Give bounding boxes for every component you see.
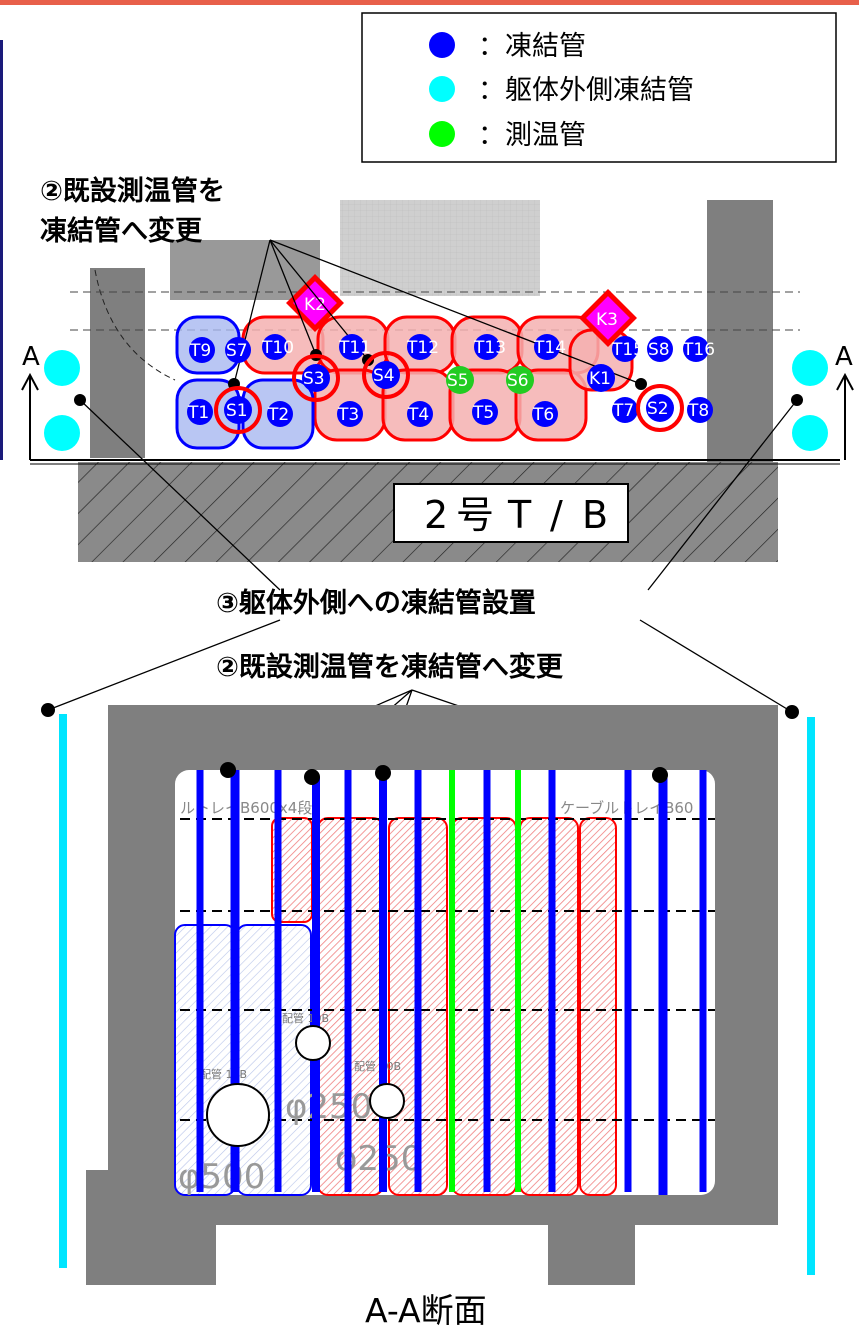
tb-label-box (393, 483, 629, 543)
tb-char-2: T (507, 493, 532, 537)
pipe-section-large (206, 1083, 270, 1147)
node-label-t6: T6 (532, 405, 554, 425)
section-mark-right: A (835, 342, 853, 372)
node-label-t7: T7 (612, 401, 634, 421)
outside-pipe-right-1 (792, 350, 828, 386)
node-label-t16: T16 (682, 340, 715, 360)
node-label-s1: S1 (226, 401, 248, 421)
legend-temp-label: ：測温管 (478, 120, 586, 151)
plan-node-row-bottom: T1 S1 T2 T3 T4 T5 T6 T7 S2 T8 (187, 384, 713, 434)
pipe-label-right: 配管 10B (354, 1059, 401, 1073)
pipe-section-small-2 (369, 1083, 405, 1119)
node-label-s2: S2 (647, 399, 669, 419)
legend-outside-dot (429, 76, 455, 102)
node-label-t12: T12 (406, 338, 439, 358)
node-label-s5: S5 (447, 371, 469, 391)
plan-gray-block-left (90, 268, 145, 458)
section-red-zones (271, 817, 617, 1196)
node-label-t11: T11 (338, 338, 371, 358)
node-label-t13: T13 (473, 338, 506, 358)
phi-label-mid: φ250 (285, 1087, 372, 1127)
node-label-s4: S4 (373, 366, 395, 386)
section-title: A-A断面 (365, 1291, 487, 1330)
plan-gray-block-right (707, 200, 773, 462)
node-label-t15: T15 (611, 340, 644, 360)
node-label-t8: T8 (687, 401, 709, 421)
section-mark-left: A (22, 342, 40, 372)
node-label-s6: S6 (507, 371, 529, 391)
node-label-t2: T2 (267, 405, 289, 425)
section-view: ルトレイB600x4段 ケーブルトレイB60 配管 10B 配管 10B 配管 … (86, 705, 778, 1285)
node-label-k1: K1 (589, 369, 611, 389)
diamond-k3: K3 (579, 289, 637, 347)
outside-pipe-left-2 (44, 415, 80, 451)
tb-char-1: 号 (456, 493, 494, 537)
node-label-t14: T14 (533, 338, 566, 358)
section-blue-zones (174, 924, 312, 1196)
plan-curve (94, 269, 176, 381)
tb-char-4: B (582, 493, 608, 537)
callout-outside-install: ③躯体外側への凍結管設置 (216, 587, 536, 619)
section-freeze-pipes (196, 770, 707, 1195)
callout-change-line1: ②既設測温管を (40, 175, 225, 207)
left-edge-line (0, 40, 3, 460)
tb-char-0: 2 (424, 493, 448, 537)
pipe-section-small-1 (295, 1025, 331, 1061)
node-label-s7: S7 (226, 341, 248, 361)
top-accent-bar (0, 0, 859, 5)
plan-grid-area (340, 200, 540, 296)
outside-pipe-right-2 (792, 415, 828, 451)
phi-label-left: φ500 (178, 1157, 265, 1197)
legend-freeze-dot (429, 32, 455, 58)
plan-node-row-mid: S3 S4 S5 S6 K1 (292, 351, 615, 402)
pipe-label-left: 配管 10B (200, 1067, 247, 1081)
callout-change-bottom: ②既設測温管を凍結管へ変更 (216, 651, 564, 683)
node-label-s8: S8 (648, 340, 670, 360)
tb-char-3: / (550, 493, 563, 537)
node-label-t3: T3 (337, 405, 359, 425)
legend-temp-dot (429, 121, 455, 147)
section-base-mid (216, 1195, 778, 1223)
outside-pipe-left-1 (44, 350, 80, 386)
node-label-t9: T9 (189, 341, 211, 361)
node-label-t1: T1 (187, 403, 209, 423)
node-label-t5: T5 (472, 403, 494, 423)
legend-freeze-label: ：凍結管 (478, 31, 586, 62)
node-label-k2: K2 (304, 295, 326, 315)
section-base-right (548, 1220, 635, 1285)
section-temp-pipes (449, 770, 521, 1192)
plan-view: 2 号 T / B A A (21, 200, 854, 562)
node-label-t4: T4 (407, 405, 429, 425)
callout-change-line2: 凍結管へ変更 (40, 215, 203, 247)
node-label-s3: S3 (303, 369, 325, 389)
diamond-k2: K2 (286, 274, 344, 332)
legend: ：凍結管 ：躯体外側凍結管 ：測温管 (361, 12, 837, 163)
node-label-k3: K3 (596, 310, 618, 330)
pipe-label-mid: 配管 10B (282, 1011, 329, 1025)
plan-node-row-top: T9 S7 T10 T11 T12 T13 T14 T15 S8 T16 (189, 334, 715, 363)
legend-outside-label: ：躯体外側凍結管 (478, 75, 694, 106)
node-label-t10: T10 (261, 338, 294, 358)
